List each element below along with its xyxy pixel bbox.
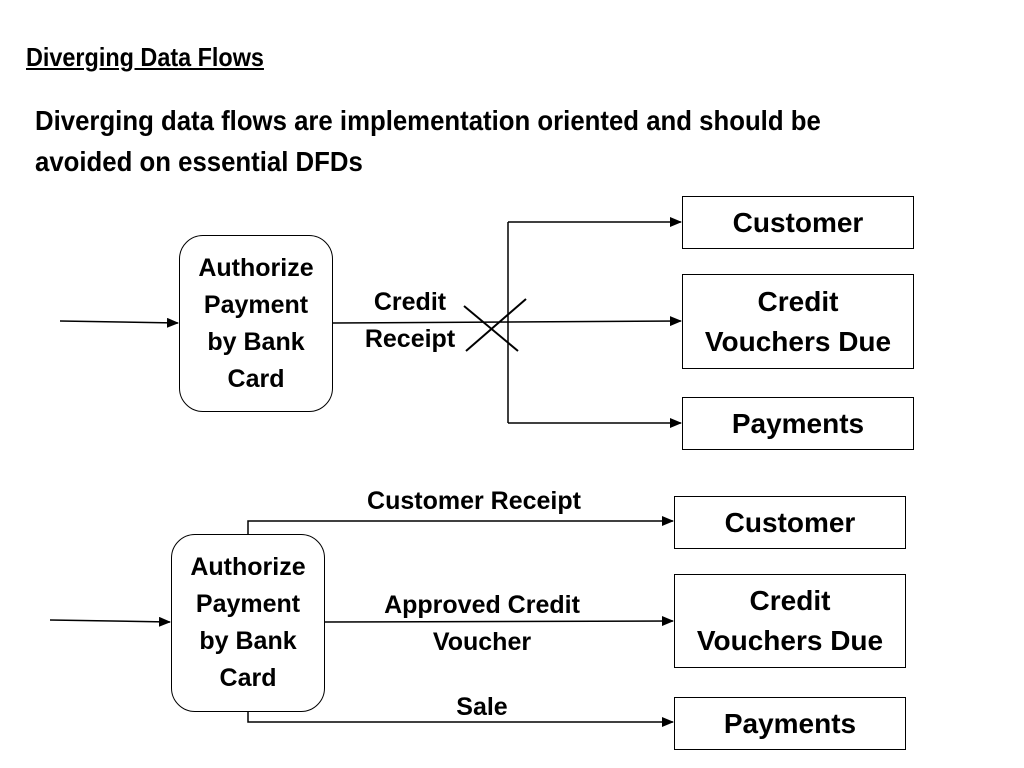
d1-store-credit-vouchers-due: Credit Vouchers Due [682, 274, 914, 369]
d2-flow-label-approved-credit-voucher: Approved Credit Voucher [384, 591, 580, 656]
d1-flow-label-credit-receipt: Credit Receipt [364, 288, 456, 353]
d1-process-authorize-payment: Authorize Payment by Bank Card [179, 235, 333, 412]
intro-text: Diverging data flows are implementation … [35, 100, 955, 182]
d2-store-payments: Payments [674, 697, 906, 750]
d2-flow-approved-voucher [324, 616, 674, 627]
d1-input-arrow [59, 317, 179, 328]
d2-process-authorize-payment: Authorize Payment by Bank Card [171, 534, 325, 712]
d2-flow-sale [247, 712, 674, 727]
d2-store-credit-vouchers-due: Credit Vouchers Due [674, 574, 906, 668]
d1-store-customer: Customer [682, 196, 914, 249]
d2-flow-customer-receipt [247, 516, 674, 534]
d2-process-label: Authorize Payment by Bank Card [190, 553, 306, 692]
d2-flow-label-customer-receipt: Customer Receipt [367, 487, 581, 515]
d1-process-label: Authorize Payment by Bank Card [198, 253, 314, 393]
slide-title: Diverging Data Flows [26, 42, 264, 72]
d2-store-customer: Customer [674, 496, 906, 549]
d1-output-flow [332, 316, 682, 327]
d2-input-arrow [49, 616, 171, 627]
d2-flow-label-sale: Sale [456, 693, 508, 721]
intro-line-2: avoided on essential DFDs [35, 146, 363, 177]
intro-line-1: Diverging data flows are implementation … [35, 105, 821, 136]
d1-store-payments: Payments [682, 397, 914, 450]
d1-cross-mark-b [465, 298, 527, 352]
